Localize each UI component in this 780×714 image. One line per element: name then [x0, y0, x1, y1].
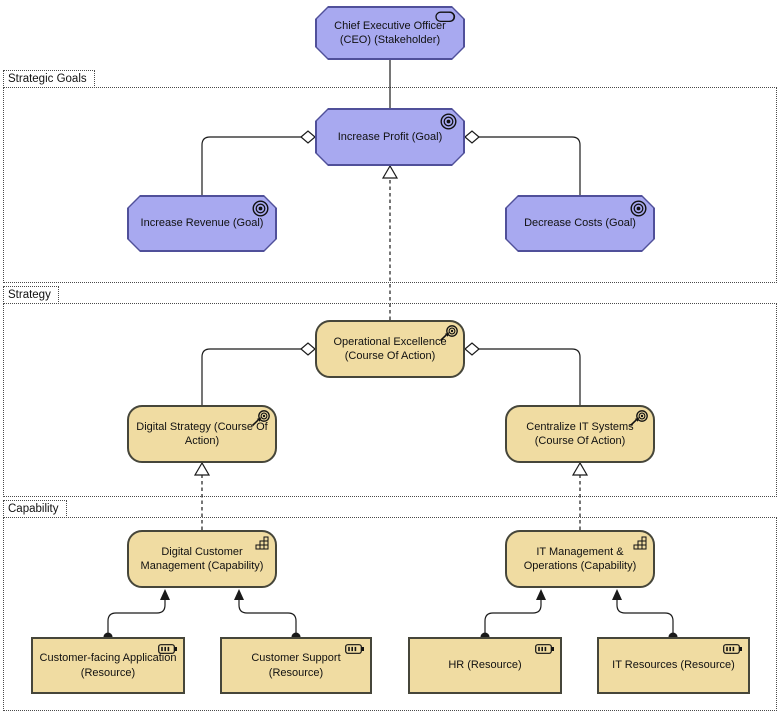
realization-operational-excellence-increase-profit	[381, 164, 399, 320]
assignment-arrowhead	[612, 589, 622, 600]
goal-icon	[252, 200, 269, 217]
aggregation-diamond	[300, 342, 316, 356]
node-label: Increase Profit (Goal)	[337, 130, 443, 143]
resource-icon	[535, 643, 555, 655]
realization-arrowhead	[381, 164, 399, 179]
assignment-arrowhead	[234, 589, 244, 600]
realization-arrowhead	[571, 461, 589, 476]
aggregation-operational-excellence-digital-strategy	[201, 342, 316, 405]
node-goal-decrease-costs[interactable]: Decrease Costs (Goal)	[505, 195, 655, 252]
node-capability-digital-customer-management[interactable]: Digital Customer Management (Capability)	[127, 530, 277, 588]
assignment-customer-facing-application-dcm	[103, 589, 170, 642]
assignment-it-resources-itmo	[612, 589, 678, 642]
aggregation-increase-profit-increase-revenue	[201, 130, 316, 195]
node-resource-it-resources[interactable]: IT Resources (Resource)	[597, 637, 750, 694]
node-resource-customer-support[interactable]: Customer Support (Resource)	[220, 637, 372, 694]
aggregation-increase-profit-decrease-costs	[464, 130, 581, 195]
aggregation-diamond	[464, 342, 480, 356]
node-resource-hr[interactable]: HR (Resource)	[408, 637, 562, 694]
node-label: Chief Executive Officer (CEO) (Stakehold…	[334, 19, 446, 46]
node-label: Customer-facing Application (Resource)	[39, 652, 177, 679]
course-of-action-icon	[251, 410, 270, 427]
node-label: Digital Customer Management (Capability)	[140, 545, 264, 572]
node-goal-increase-revenue[interactable]: Increase Revenue (Goal)	[127, 195, 277, 252]
node-capability-it-management-operations[interactable]: IT Management & Operations (Capability)	[505, 530, 655, 588]
realization-digital-customer-management-digital-strategy	[193, 461, 211, 530]
node-label: IT Resources (Resource)	[612, 659, 735, 672]
node-label: Operational Excellence (Course Of Action…	[333, 335, 447, 362]
resource-icon	[345, 643, 365, 655]
group-capability[interactable]	[3, 517, 777, 711]
resource-icon	[158, 643, 178, 655]
node-course-of-action-operational-excellence[interactable]: Operational Excellence (Course Of Action…	[315, 320, 465, 378]
course-of-action-icon	[629, 410, 648, 427]
capability-icon	[255, 536, 269, 550]
node-course-of-action-centralize-it-systems[interactable]: Centralize IT Systems (Course Of Action)	[505, 405, 655, 463]
assignment-customer-support-dcm	[234, 589, 301, 642]
node-shape-fill	[507, 197, 653, 250]
node-label: Centralize IT Systems (Course Of Action)	[526, 420, 634, 447]
node-stakeholder-ceo[interactable]: Chief Executive Officer (CEO) (Stakehold…	[315, 6, 465, 60]
node-label: HR (Resource)	[448, 659, 522, 672]
node-shape-fill	[317, 110, 463, 164]
node-shape-fill	[317, 8, 463, 58]
realization-arrowhead	[193, 461, 211, 476]
group-label-capability: Capability	[3, 500, 67, 518]
node-label: Digital Strategy (Course Of Action)	[136, 420, 268, 447]
node-label: Decrease Costs (Goal)	[524, 217, 636, 230]
aggregation-diamond	[300, 130, 316, 144]
aggregation-operational-excellence-centralize-it-systems	[464, 342, 581, 405]
assignment-arrowhead	[160, 589, 170, 600]
goal-icon	[440, 113, 457, 130]
node-label: IT Management & Operations (Capability)	[523, 545, 637, 572]
assignment-hr-itmo	[480, 589, 546, 642]
capability-icon	[633, 536, 647, 550]
node-goal-increase-profit[interactable]: Increase Profit (Goal)	[315, 108, 465, 166]
resource-icon	[723, 643, 743, 655]
node-course-of-action-digital-strategy[interactable]: Digital Strategy (Course Of Action)	[127, 405, 277, 463]
node-label: Customer Support (Resource)	[251, 652, 341, 679]
realization-it-management-operations-centralize-it-systems	[571, 461, 589, 530]
stakeholder-icon	[435, 11, 456, 23]
node-shape-fill	[129, 197, 275, 250]
node-resource-customer-facing-application[interactable]: Customer-facing Application (Resource)	[31, 637, 185, 694]
aggregation-diamond	[464, 130, 480, 144]
course-of-action-icon	[439, 325, 458, 342]
goal-icon	[630, 200, 647, 217]
node-label: Increase Revenue (Goal)	[140, 217, 264, 230]
assignment-arrowhead	[536, 589, 546, 600]
